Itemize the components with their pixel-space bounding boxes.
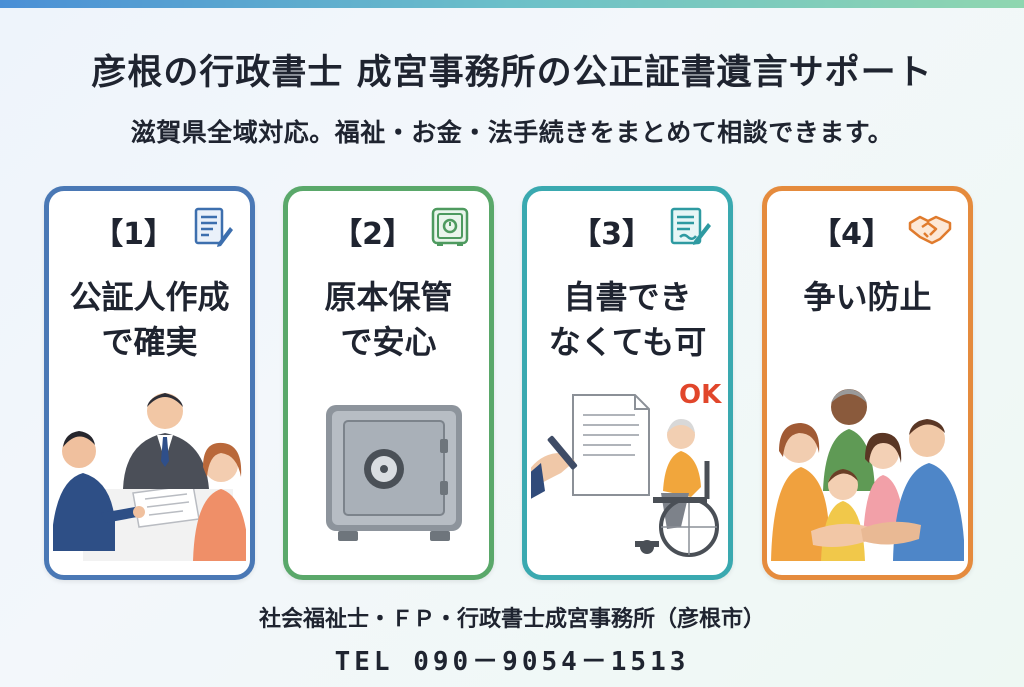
wheelchair-signing-illustration: OK <box>531 381 722 557</box>
ok-badge: OK <box>679 381 722 410</box>
phone-number[interactable]: TEL 090－9054－1513 <box>334 647 690 677</box>
feature-card-dispute-prevention: 【4】 争い防止 <box>762 186 973 580</box>
card-title: 公証人作成 で確実 <box>69 278 230 361</box>
page-title: 彦根の行政書士 成宮事務所の公正証書遺言サポート <box>91 53 933 93</box>
card-title: 原本保管 で安心 <box>324 278 453 361</box>
card-number: 【1】 <box>93 217 174 252</box>
signing-icon <box>670 207 711 245</box>
card-number: 【4】 <box>811 217 892 252</box>
handshake-icon <box>908 215 952 245</box>
feature-card-storage: 【2】 原本保管 で安心 <box>283 186 494 580</box>
family-handshake-illustration <box>771 389 964 561</box>
top-accent-bar <box>0 0 1024 8</box>
card-number: 【3】 <box>571 217 652 252</box>
page-subtitle: 滋賀県全域対応。福祉・お金・法手続きをまとめて相談できます。 <box>130 118 894 147</box>
safe-illustration <box>326 405 462 541</box>
document-pen-icon <box>194 207 233 247</box>
card-title: 自書でき なくても可 <box>548 278 707 361</box>
notary-meeting-illustration <box>53 393 246 561</box>
safe-icon <box>431 207 469 246</box>
card-number: 【2】 <box>332 217 413 252</box>
feature-card-notary: 【1】 公証人作成 で確実 <box>44 186 255 580</box>
feature-card-no-handwriting: 【3】 自書でき なくても可 OK <box>522 186 733 580</box>
card-title: 争い防止 <box>803 278 932 316</box>
office-name: 社会福祉士・ＦＰ・行政書士成宮事務所（彦根市） <box>258 607 765 632</box>
